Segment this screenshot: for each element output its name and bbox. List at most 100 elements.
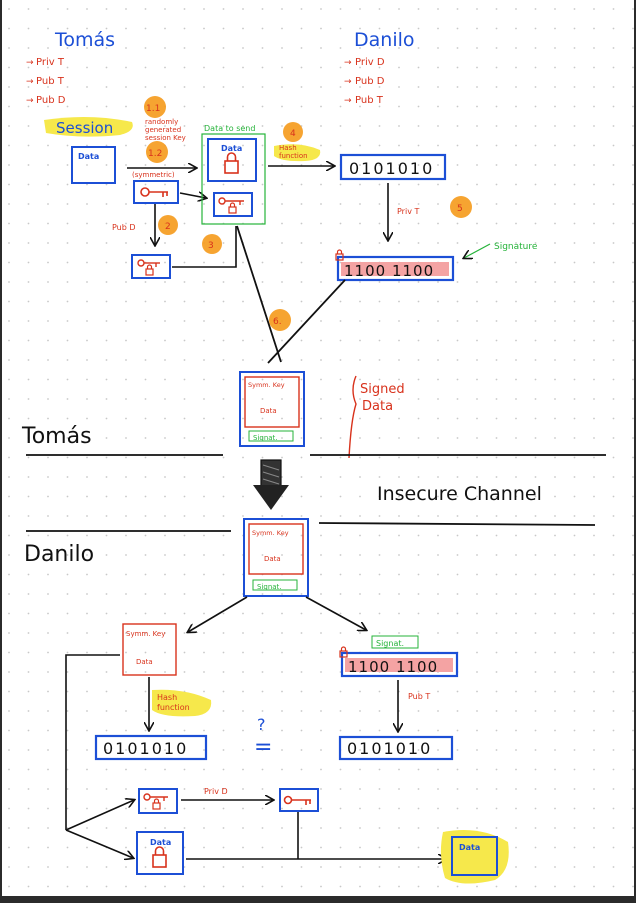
signat-label-3: Signat. <box>376 639 404 648</box>
priv-t-label: Priv T <box>397 207 419 216</box>
priv-d-label: Priv D <box>204 787 228 796</box>
symm-data-box <box>122 623 177 676</box>
hash-label-bottom-2: function <box>157 703 190 712</box>
key-icon <box>143 793 168 801</box>
signature-fill-bottom <box>345 658 453 672</box>
hash-label-top-1: Hash <box>279 144 297 152</box>
step-2-badge <box>158 215 178 235</box>
svg-text:→: → <box>26 77 34 87</box>
hash-box-bottom-right <box>338 735 454 761</box>
lock-icon <box>224 152 239 174</box>
line-bundle-to-signed <box>236 225 282 363</box>
hash-highlight-bottom <box>152 689 212 717</box>
svg-text:→: → <box>26 96 34 106</box>
bundle-key-box <box>213 192 253 217</box>
arrow-to-signature <box>305 596 366 630</box>
final-data-highlight <box>440 829 509 884</box>
pub-d-label: Pub D <box>112 223 136 232</box>
session-label: Session <box>56 119 113 137</box>
key-icon <box>140 187 168 197</box>
signed-data-text-bottom: Data <box>264 555 281 563</box>
svg-text:→: → <box>26 58 34 68</box>
step-3-badge <box>202 234 222 254</box>
line-branch-down <box>65 654 120 830</box>
compare-question: ? <box>257 715 266 734</box>
signat-label-top: Signat. <box>253 434 278 442</box>
symm-data-text: Data <box>136 658 153 666</box>
line-signature-to-signed <box>267 279 346 364</box>
signature-fill-top <box>341 262 449 276</box>
signature-box-bottom <box>340 651 459 678</box>
transmit-arrow <box>253 459 289 510</box>
line-key-to-bundle <box>172 226 237 268</box>
signat-box-bottom <box>252 579 298 591</box>
encrypted-data-label: Data <box>221 144 242 153</box>
step-6-label: 6. <box>273 317 282 327</box>
signature-value-top: 1100 1100 <box>344 262 434 280</box>
signed-data-brace <box>348 375 357 459</box>
hash-value-bottom-right: 0101010 <box>347 739 432 758</box>
signat-box-3 <box>371 635 419 649</box>
step-1-1-label: 1.1 <box>146 104 160 114</box>
session-note-2: generated <box>145 126 181 134</box>
lock-icon <box>152 846 167 868</box>
danilo-section-label: Danilo <box>24 542 94 567</box>
symm-key-label-bottom: Symm. Key <box>252 529 289 537</box>
svg-text:→: → <box>344 96 352 106</box>
key-icon <box>283 795 311 805</box>
step-2-label: 2 <box>165 222 171 232</box>
lock-icon <box>152 798 161 810</box>
decrypted-key-box <box>279 788 319 812</box>
danilo-key-3: Pub T <box>355 95 384 106</box>
key-icon <box>218 197 244 205</box>
danilo-title: Danilo <box>354 29 415 51</box>
tomas-data-box <box>71 146 116 184</box>
signat-label-bottom: Signat. <box>257 583 282 591</box>
session-note-3: session Key <box>145 134 186 142</box>
lock-icon <box>339 646 348 658</box>
step-4-badge <box>283 122 303 142</box>
data-to-send-label: Data to send <box>204 124 255 133</box>
signature-value-bottom: 1100 1100 <box>348 658 438 676</box>
svg-text:→: → <box>344 58 352 68</box>
arrow-branch-key <box>65 800 134 831</box>
session-key-box <box>133 180 179 204</box>
hash-value-bottom-left: 0101010 <box>103 739 188 758</box>
symmetric-label: (symmetric) <box>132 171 175 179</box>
data-to-send-bundle <box>201 133 266 225</box>
step-5-label: 5 <box>457 204 463 214</box>
hash-value-top: 0101010 <box>349 159 434 178</box>
signed-data-package-bottom <box>243 518 309 597</box>
tomas-title: Tomás <box>54 29 115 51</box>
hash-label-bottom-1: Hash <box>157 693 177 702</box>
svg-text:→: → <box>344 77 352 87</box>
encrypted-data-label-bottom: Data <box>150 838 171 847</box>
step-1-2-badge <box>146 141 168 163</box>
session-highlight <box>44 116 133 137</box>
tomas-section-label: Tomás <box>21 424 92 449</box>
symm-key-label-top: Symm. Key <box>248 381 285 389</box>
danilo-divider-right <box>318 522 596 526</box>
step-5-badge <box>450 196 472 218</box>
signature-box-top <box>336 255 455 282</box>
tomas-data-label: Data <box>78 152 99 161</box>
key-icon <box>137 259 160 267</box>
signed-data-label-1: Signed <box>360 382 405 397</box>
signat-box-top <box>248 430 294 442</box>
arrow-to-symm-data <box>188 596 248 632</box>
encrypted-data-box <box>207 138 257 182</box>
insecure-channel-label: Insecure Channel <box>377 483 542 505</box>
arrow-branch-data <box>65 829 133 858</box>
step-3-label: 3 <box>208 241 214 251</box>
compare-equals: = <box>254 735 272 760</box>
session-note-1: randomly <box>145 118 178 126</box>
signed-data-inner-top <box>244 376 300 428</box>
tomas-key-1: Priv T <box>36 57 65 68</box>
signed-data-package-top <box>239 371 305 447</box>
lock-icon <box>228 202 237 214</box>
danilo-key-2: Pub D <box>355 76 385 87</box>
symm-key-label-3: Symm. Key <box>126 630 165 638</box>
encrypted-data-box-bottom <box>136 831 184 875</box>
